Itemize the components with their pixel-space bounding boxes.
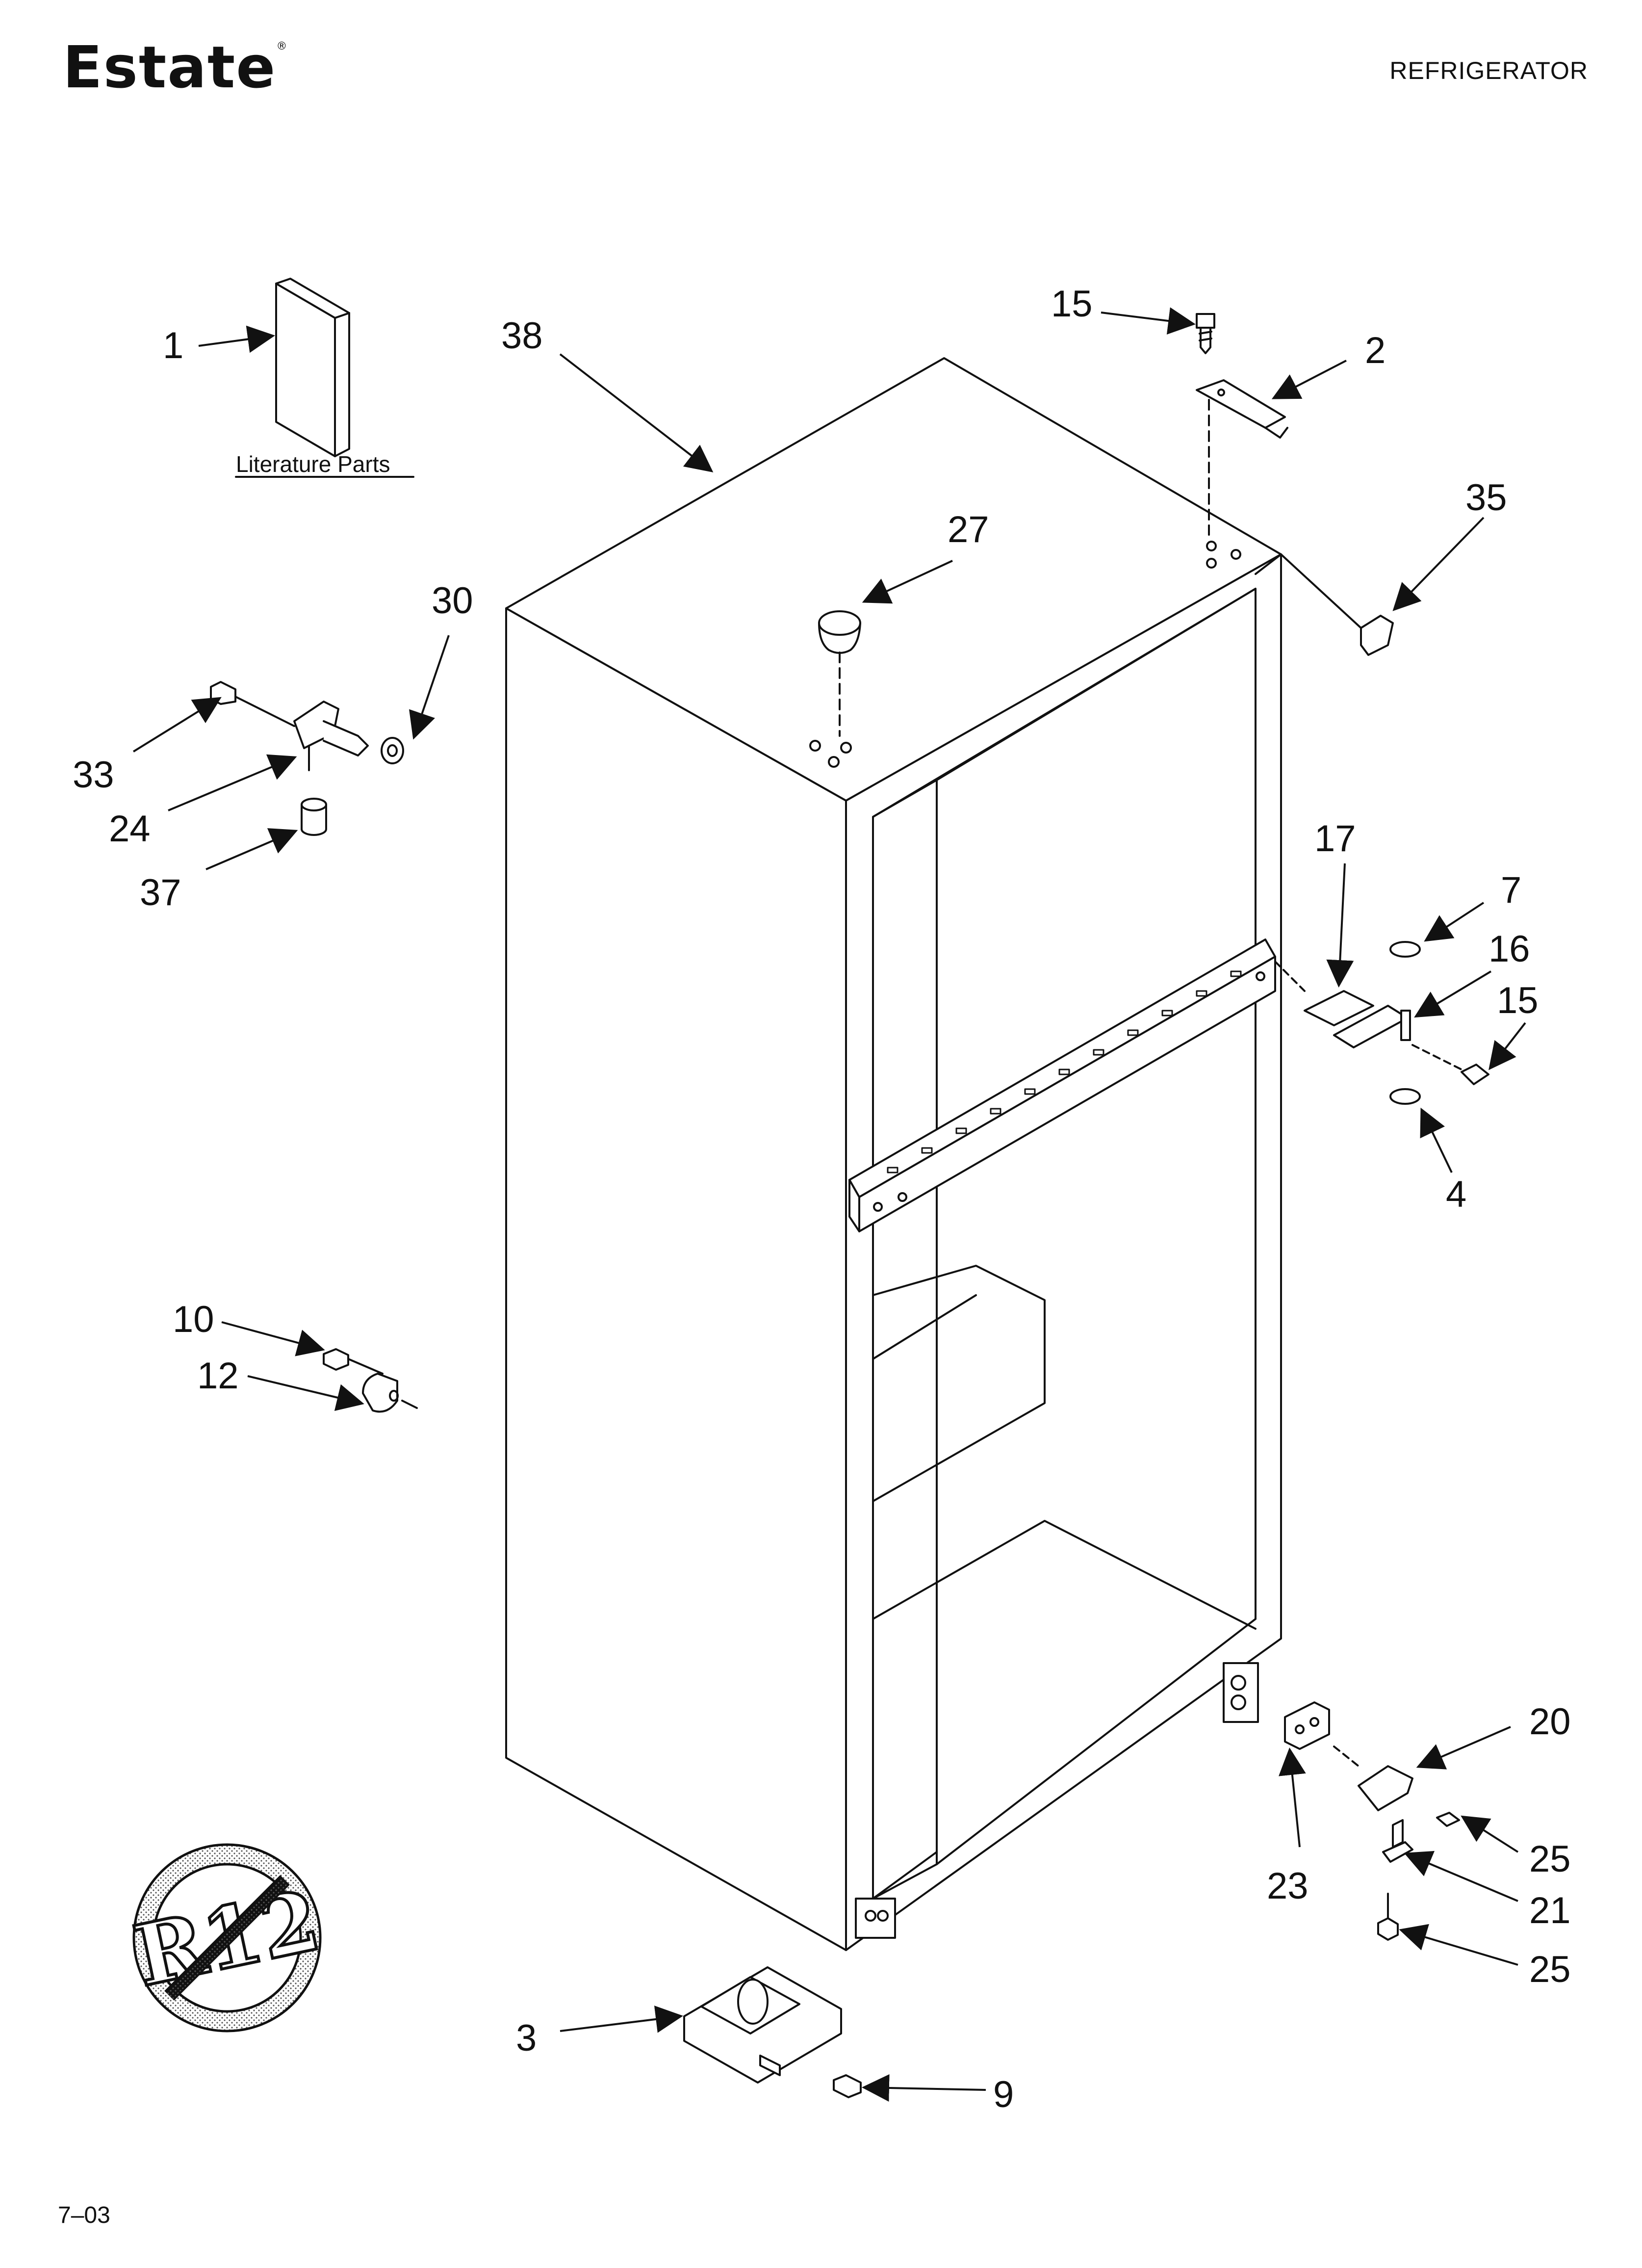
callout-1: 1 [163,325,183,366]
hinge-cap [1280,553,1394,656]
callout-3: 3 [516,2017,537,2059]
door-stop-assembly [210,681,404,836]
door-rail [848,938,1276,1232]
callout-20: 20 [1529,1701,1571,1743]
brand-logo: Estate® [63,38,288,96]
callout-9: 9 [993,2074,1014,2115]
callout-27: 27 [948,509,989,550]
callout-12: 12 [197,1355,239,1397]
callout-24: 24 [109,808,151,850]
callout-15-top: 15 [1051,283,1093,325]
callout-25-upper: 25 [1529,1838,1571,1880]
callout-16: 16 [1488,928,1530,970]
callout-21: 21 [1529,1890,1571,1931]
brand-name: Estate [63,33,277,101]
screw-top [1196,313,1215,354]
document-title: REFRIGERATOR [1389,57,1588,84]
bottom-hinge-assembly [1284,1701,1460,1941]
callout-15-mid: 15 [1497,980,1539,1021]
roller-assembly [683,1966,862,2098]
callout-2: 2 [1365,330,1385,371]
top-plug [818,610,861,737]
callout-10: 10 [173,1299,214,1340]
literature-parts-label: Literature Parts [236,451,390,477]
registered-mark: ® [276,40,288,52]
callout-25-lower: 25 [1529,1949,1571,1990]
revision-code: 7–03 [58,2202,110,2228]
callout-17: 17 [1314,818,1356,860]
bottom-corner-bracket [855,1662,1259,1939]
callout-33: 33 [73,754,114,796]
refrigerator-cabinet [505,357,1282,1951]
callout-7: 7 [1501,869,1521,911]
no-r12-symbol: R12 [125,1843,330,2033]
callout-labels: 1 38 15 2 35 27 30 33 24 37 17 7 16 15 4… [73,283,1571,2115]
callout-30: 30 [432,580,473,622]
callout-37: 37 [140,872,181,913]
toe-grille-clip [323,1348,418,1413]
callout-35: 35 [1465,477,1507,519]
literature-booklet [275,278,350,457]
leader-lines [132,307,1526,2102]
callout-4: 4 [1446,1173,1466,1215]
callout-23: 23 [1267,1865,1308,1907]
top-hinge-bracket [1196,379,1288,536]
center-hinge-assembly [1274,941,1489,1105]
callout-38: 38 [501,315,543,357]
